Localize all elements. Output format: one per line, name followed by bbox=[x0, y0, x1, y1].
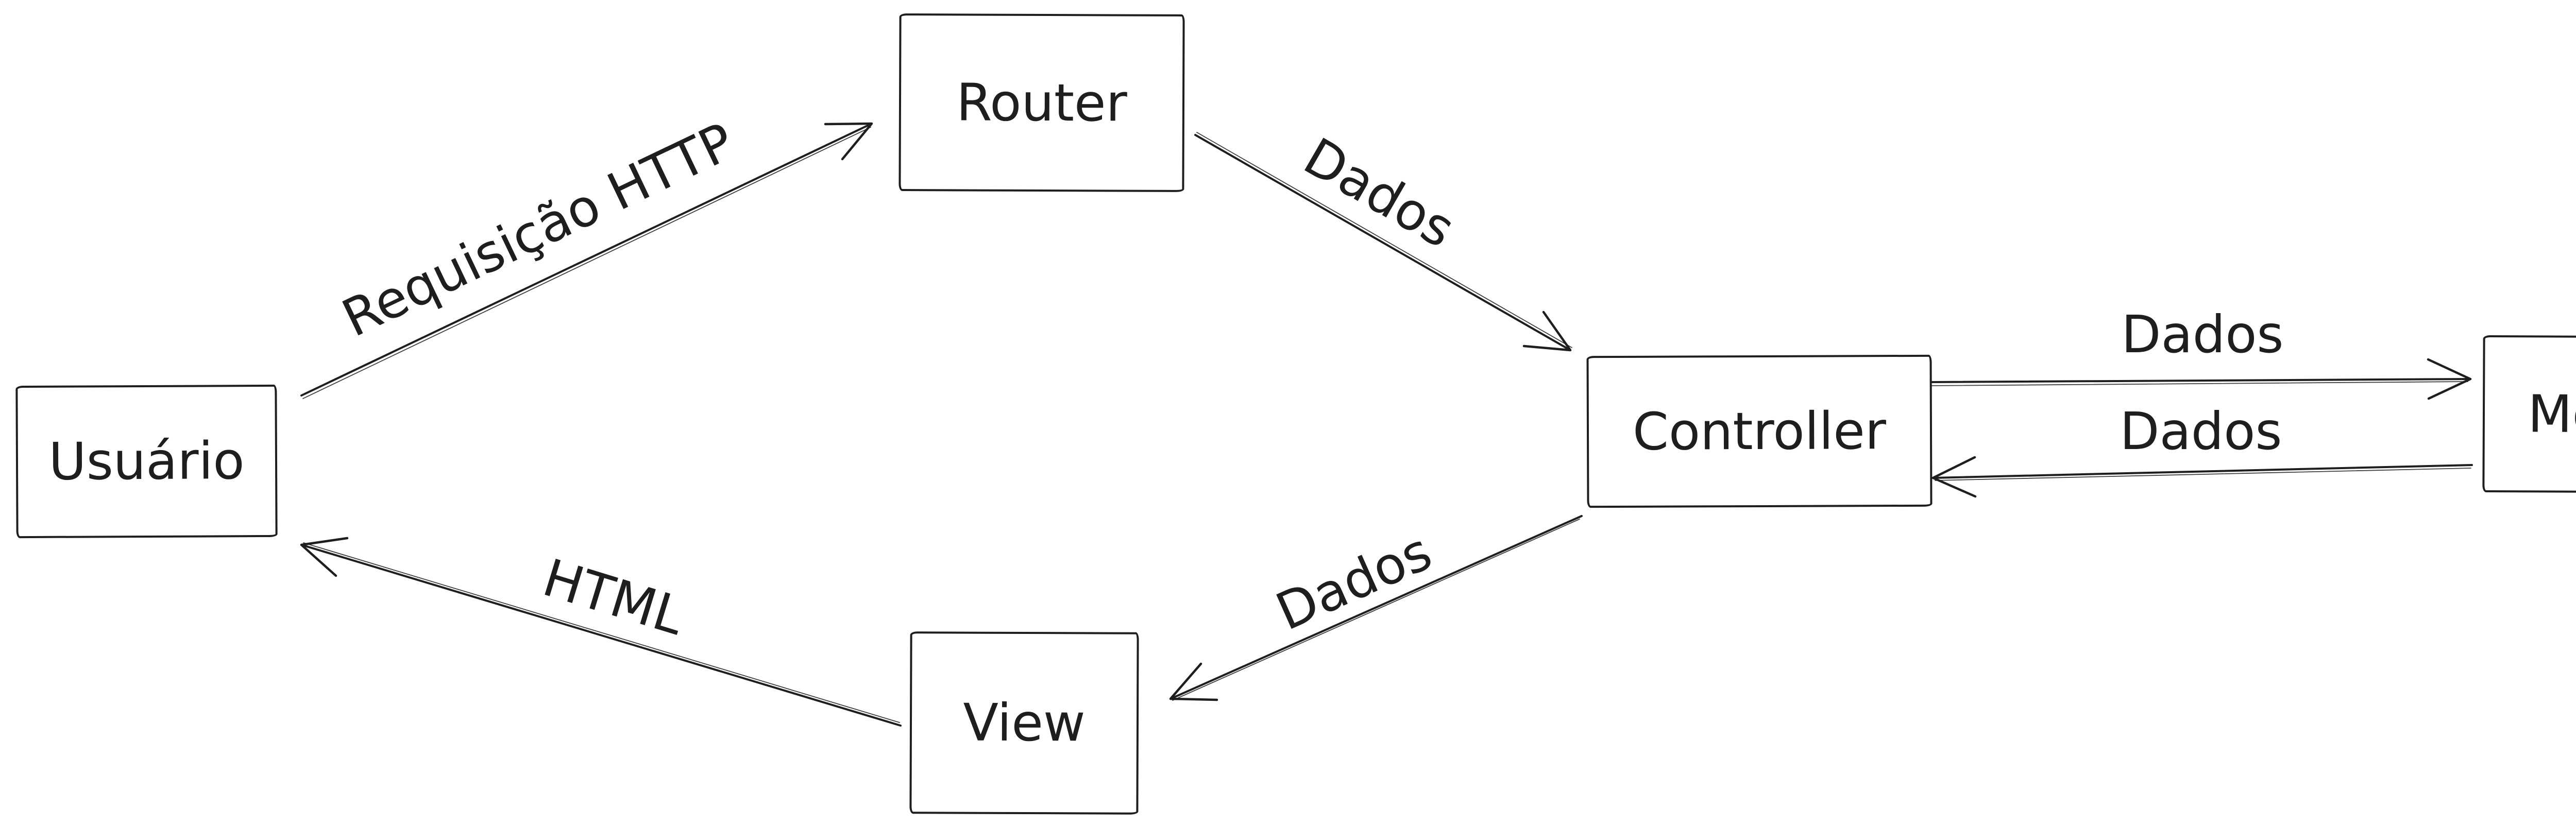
node-controller-label: Controller bbox=[1632, 400, 1887, 462]
node-controller: Controller bbox=[1586, 354, 1933, 508]
node-router: Router bbox=[899, 13, 1185, 192]
arrow-usuario-router bbox=[300, 122, 873, 399]
arrow-view-usuario bbox=[300, 537, 902, 727]
node-usuario-label: Usuário bbox=[48, 431, 245, 492]
node-model-label: Model bbox=[2528, 383, 2576, 445]
edge-label-dados-controller-model: Dados bbox=[2121, 304, 2284, 365]
edge-label-dados-model-controller: Dados bbox=[2120, 401, 2282, 461]
node-view-label: View bbox=[963, 692, 1086, 753]
arrow-controller-model bbox=[1930, 358, 2472, 400]
node-router-label: Router bbox=[956, 72, 1127, 133]
arrow-model-controller bbox=[1931, 456, 2473, 498]
node-model: Model bbox=[2482, 335, 2576, 494]
node-usuario: Usuário bbox=[15, 384, 278, 539]
node-view: View bbox=[909, 631, 1139, 815]
arrow-router-controller bbox=[1194, 132, 1572, 352]
arrow-controller-view bbox=[1169, 515, 1583, 701]
